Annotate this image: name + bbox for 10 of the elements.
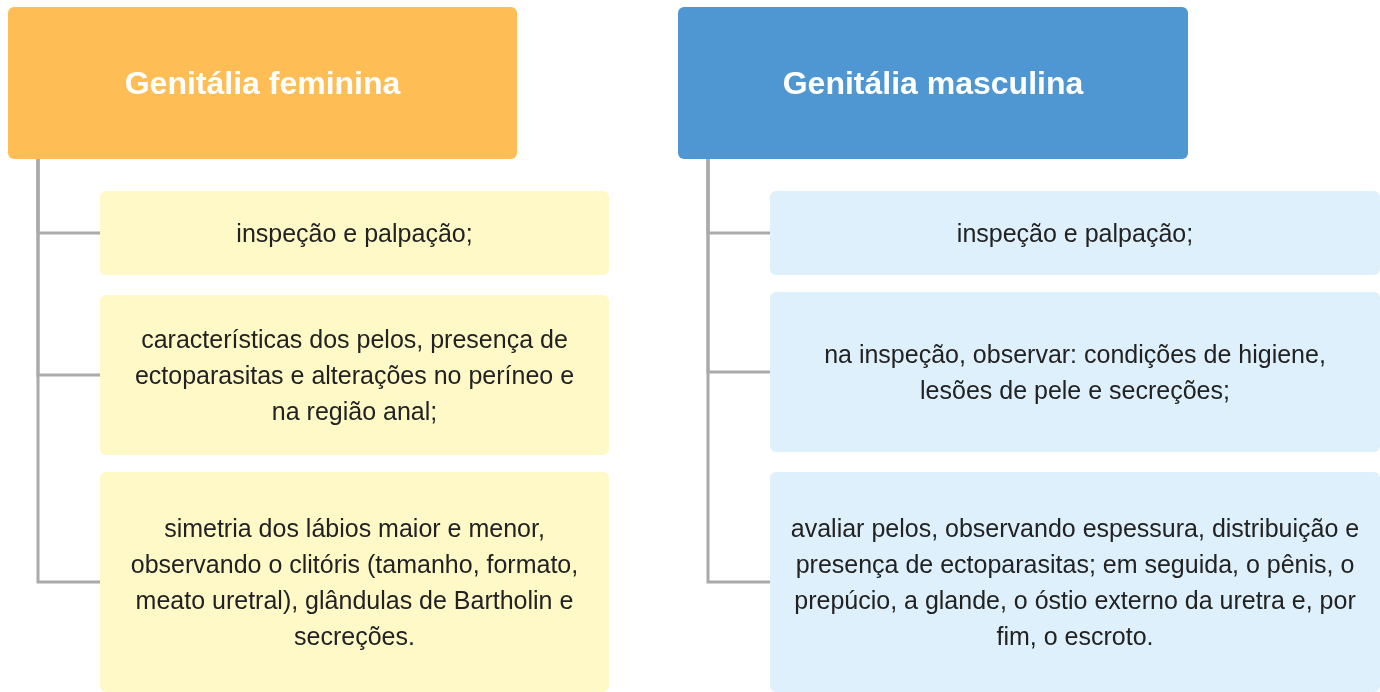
header-box: Genitália feminina [8, 7, 517, 159]
connector-line [36, 159, 100, 584]
connector-line [706, 159, 770, 584]
header-box: Genitália masculina [678, 7, 1188, 159]
item-box: características dos pelos, presença de ectoparasitas e alterações no períneo e na região anal; [100, 295, 609, 455]
item-box: inspeção e palpação; [100, 191, 609, 275]
item-box: na inspeção, observar: condições de higiene, lesões de pele e secreções; [770, 292, 1380, 452]
item-box: inspeção e palpação; [770, 191, 1380, 275]
item-box: avaliar pelos, observando espessura, distribuição e presença de ectoparasitas; em seguida, o pênis, o prepúcio, a glande, o óstio externo da uretra e, por fim, o escroto. [770, 472, 1380, 692]
item-box: simetria dos lábios maior e menor, observando o clitóris (tamanho, formato, meato uretral), glândulas de Bartholin e secreções. [100, 472, 609, 692]
